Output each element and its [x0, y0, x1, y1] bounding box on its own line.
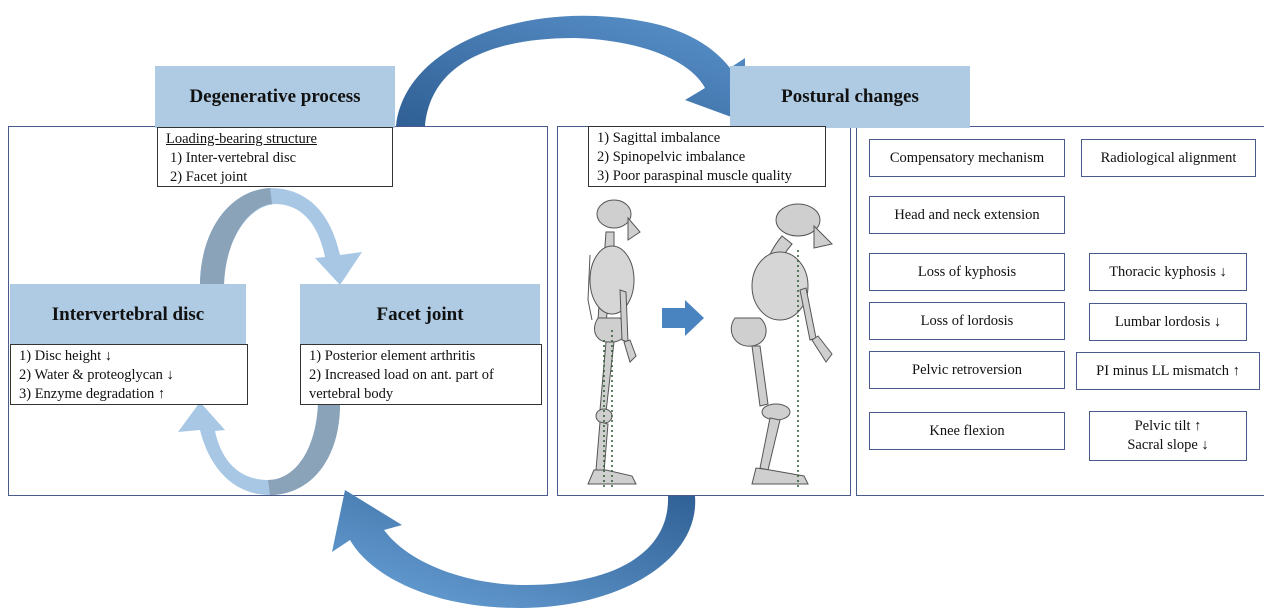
- upright-skeleton-figure: [587, 199, 641, 485]
- loading-bearing-heading: Loading-bearing structure: [166, 131, 317, 147]
- stooped-skeleton-figure: [730, 203, 833, 485]
- loading-bearing-box: Loading-bearing structure 1) Inter-verte…: [157, 127, 393, 187]
- facet-item-1: 1) Posterior element arthritis: [309, 348, 476, 364]
- knee-flexion-box: Knee flexion: [869, 412, 1065, 450]
- disc-item-1: 1) Disc height ↓: [19, 348, 113, 364]
- pi-minus-ll-box: PI minus LL mismatch ↑: [1076, 352, 1260, 390]
- disc-items-box: 1) Disc height ↓ 2) Water & proteoglycan…: [10, 344, 248, 405]
- facet-items-box: 1) Posterior element arthritis 2) Increa…: [300, 344, 542, 405]
- disc-item-2: 2) Water & proteoglycan ↓: [19, 367, 174, 383]
- top-cycle-arrow: [396, 15, 745, 126]
- degenerative-process-header: Degenerative process: [155, 66, 395, 128]
- postural-items-box: 1) Sagittal imbalance 2) Spinopelvic imb…: [588, 126, 826, 187]
- radiological-alignment-box: Radiological alignment: [1081, 139, 1256, 177]
- loss-of-lordosis-box: Loss of lordosis: [869, 302, 1065, 340]
- sacral-slope-label: Sacral slope ↓: [1127, 437, 1209, 453]
- postural-item-1: 1) Sagittal imbalance: [597, 130, 721, 146]
- intervertebral-disc-header: Intervertebral disc: [10, 284, 246, 345]
- facet-item-2: 2) Increased load on ant. part of: [309, 367, 494, 383]
- facet-item-2-cont: vertebral body: [309, 386, 394, 402]
- load-item-2: 2) Facet joint: [170, 169, 248, 185]
- load-item-1: 1) Inter-vertebral disc: [170, 150, 297, 166]
- progression-arrow: [662, 300, 704, 336]
- pelvic-retroversion-box: Pelvic retroversion: [869, 351, 1065, 389]
- postural-changes-header: Postural changes: [730, 66, 970, 128]
- head-neck-extension-box: Head and neck extension: [869, 196, 1065, 234]
- bottom-cycle-arrow: [332, 490, 696, 608]
- disc-item-3: 3) Enzyme degradation ↑: [19, 386, 166, 402]
- postural-item-2: 2) Spinopelvic imbalance: [597, 149, 746, 165]
- pelvic-tilt-label: Pelvic tilt ↑: [1134, 418, 1202, 434]
- compensatory-mechanism-box: Compensatory mechanism: [869, 139, 1065, 177]
- pelvic-tilt-sacral-box: Pelvic tilt ↑ Sacral slope ↓: [1089, 411, 1247, 461]
- facet-joint-header: Facet joint: [300, 284, 540, 345]
- loss-of-kyphosis-box: Loss of kyphosis: [869, 253, 1065, 291]
- thoracic-kyphosis-box: Thoracic kyphosis ↓: [1089, 253, 1247, 291]
- lumbar-lordosis-box: Lumbar lordosis ↓: [1089, 303, 1247, 341]
- postural-item-3: 3) Poor paraspinal muscle quality: [597, 168, 792, 184]
